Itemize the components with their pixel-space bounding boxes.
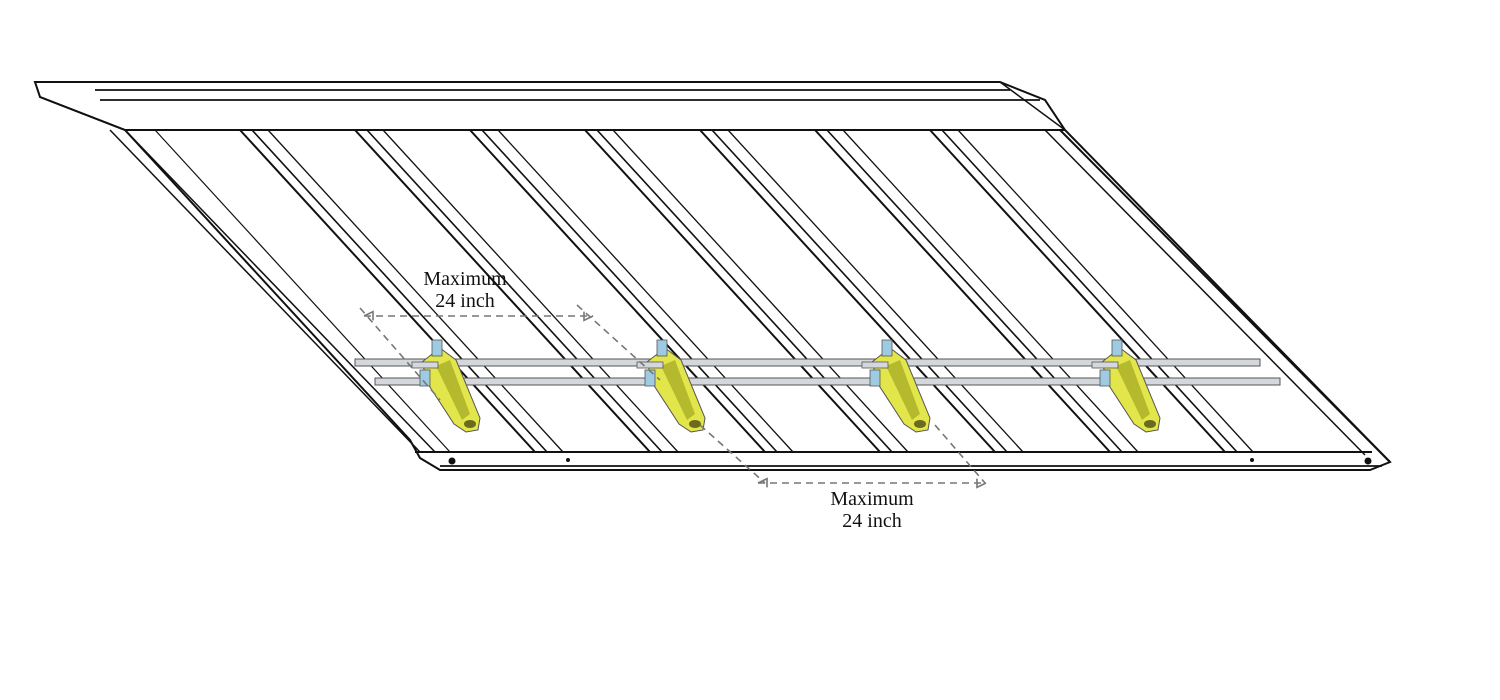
rib-line-b xyxy=(826,129,1123,453)
bracket-bolt xyxy=(689,420,701,428)
fastener-hole-1 xyxy=(566,458,570,462)
rail-lower xyxy=(374,377,1281,386)
bracket-shade xyxy=(886,360,920,420)
rib-line-b xyxy=(711,129,1008,453)
rib-line-a xyxy=(354,129,651,453)
rib-line-c xyxy=(382,129,679,453)
panel-outline xyxy=(33,81,1392,471)
fastener-hole-left xyxy=(448,457,456,465)
spacing-label-lower: Maximum 24 inch xyxy=(812,488,932,532)
rail-clamp xyxy=(636,361,664,369)
rail-clip-bottom xyxy=(419,369,431,387)
rib-line-a xyxy=(699,129,996,453)
panel-ribs xyxy=(239,129,1254,453)
rib-line-b xyxy=(596,129,893,453)
rib-line-a xyxy=(814,129,1111,453)
extension-line-lower-left xyxy=(699,424,766,484)
extension-line-lower-right xyxy=(934,424,986,484)
spacing-label-upper-line2: 24 inch xyxy=(435,290,495,312)
rib-line-c xyxy=(727,129,1024,453)
rib-line-a xyxy=(929,129,1226,453)
rib-line-c xyxy=(612,129,909,453)
fastener-hole-2 xyxy=(1250,458,1254,462)
dimension-arrowhead xyxy=(363,310,374,321)
bracket-bolt xyxy=(1144,420,1156,428)
rib-line-a xyxy=(584,129,881,453)
spacing-label-lower-line1: Maximum xyxy=(830,488,914,510)
bracket-bolt xyxy=(914,420,926,428)
left-edge-inner-2 xyxy=(124,129,436,453)
rib-line-a xyxy=(469,129,766,453)
top-left-fold xyxy=(39,96,126,131)
rib-line-c xyxy=(957,129,1254,453)
right-edge-inner xyxy=(1044,129,1366,456)
rib-line-b xyxy=(481,129,778,453)
snow-guard-brackets xyxy=(411,339,1161,433)
dimension-arrowhead xyxy=(976,478,987,489)
rib-line-b xyxy=(941,129,1238,453)
rail-clip-bottom xyxy=(644,369,656,387)
rail-clip-bottom xyxy=(869,369,881,387)
extension-line-upper-left xyxy=(359,307,441,401)
rib-line-c xyxy=(267,129,564,453)
snow-guard-bracket xyxy=(1091,339,1161,433)
spacing-label-lower-line2: 24 inch xyxy=(842,510,902,532)
rail-clamp xyxy=(861,361,889,369)
rail-clip-top xyxy=(1111,339,1123,357)
left-edge-inner xyxy=(109,129,421,453)
top-right-fold xyxy=(999,81,1066,131)
rail-clamp xyxy=(1091,361,1119,369)
bracket-bolt xyxy=(464,420,476,428)
rib-line-b xyxy=(366,129,663,453)
rib-line-b xyxy=(251,129,548,453)
rib-line-c xyxy=(842,129,1139,453)
fastener-hole-right xyxy=(1364,457,1372,465)
spacing-label-upper-line1: Maximum xyxy=(423,268,507,290)
dimension-lines xyxy=(359,304,987,489)
rib-line-a xyxy=(239,129,536,453)
snow-guard-bracket xyxy=(861,339,931,433)
dimension-arrowhead xyxy=(757,477,768,488)
rib-line-c xyxy=(497,129,794,453)
bracket-shade xyxy=(1116,360,1150,420)
rail-clip-top xyxy=(431,339,443,357)
snow-guard-bracket xyxy=(411,339,481,433)
roof-panel xyxy=(33,81,1392,471)
rail-clip-top xyxy=(881,339,893,357)
rail-clamp xyxy=(411,361,439,369)
snow-guard-bracket xyxy=(636,339,706,433)
bracket-shade xyxy=(436,360,470,420)
bracket-shade xyxy=(661,360,695,420)
rail-clip-bottom xyxy=(1099,369,1111,387)
right-edge-outer xyxy=(1059,129,1391,463)
rail-upper xyxy=(354,358,1261,367)
extension-line-upper-right xyxy=(576,304,661,381)
left-lap-seam xyxy=(154,129,451,453)
spacing-label-upper: Maximum 24 inch xyxy=(405,268,525,312)
mounting-rails xyxy=(354,358,1281,386)
rail-clip-top xyxy=(656,339,668,357)
